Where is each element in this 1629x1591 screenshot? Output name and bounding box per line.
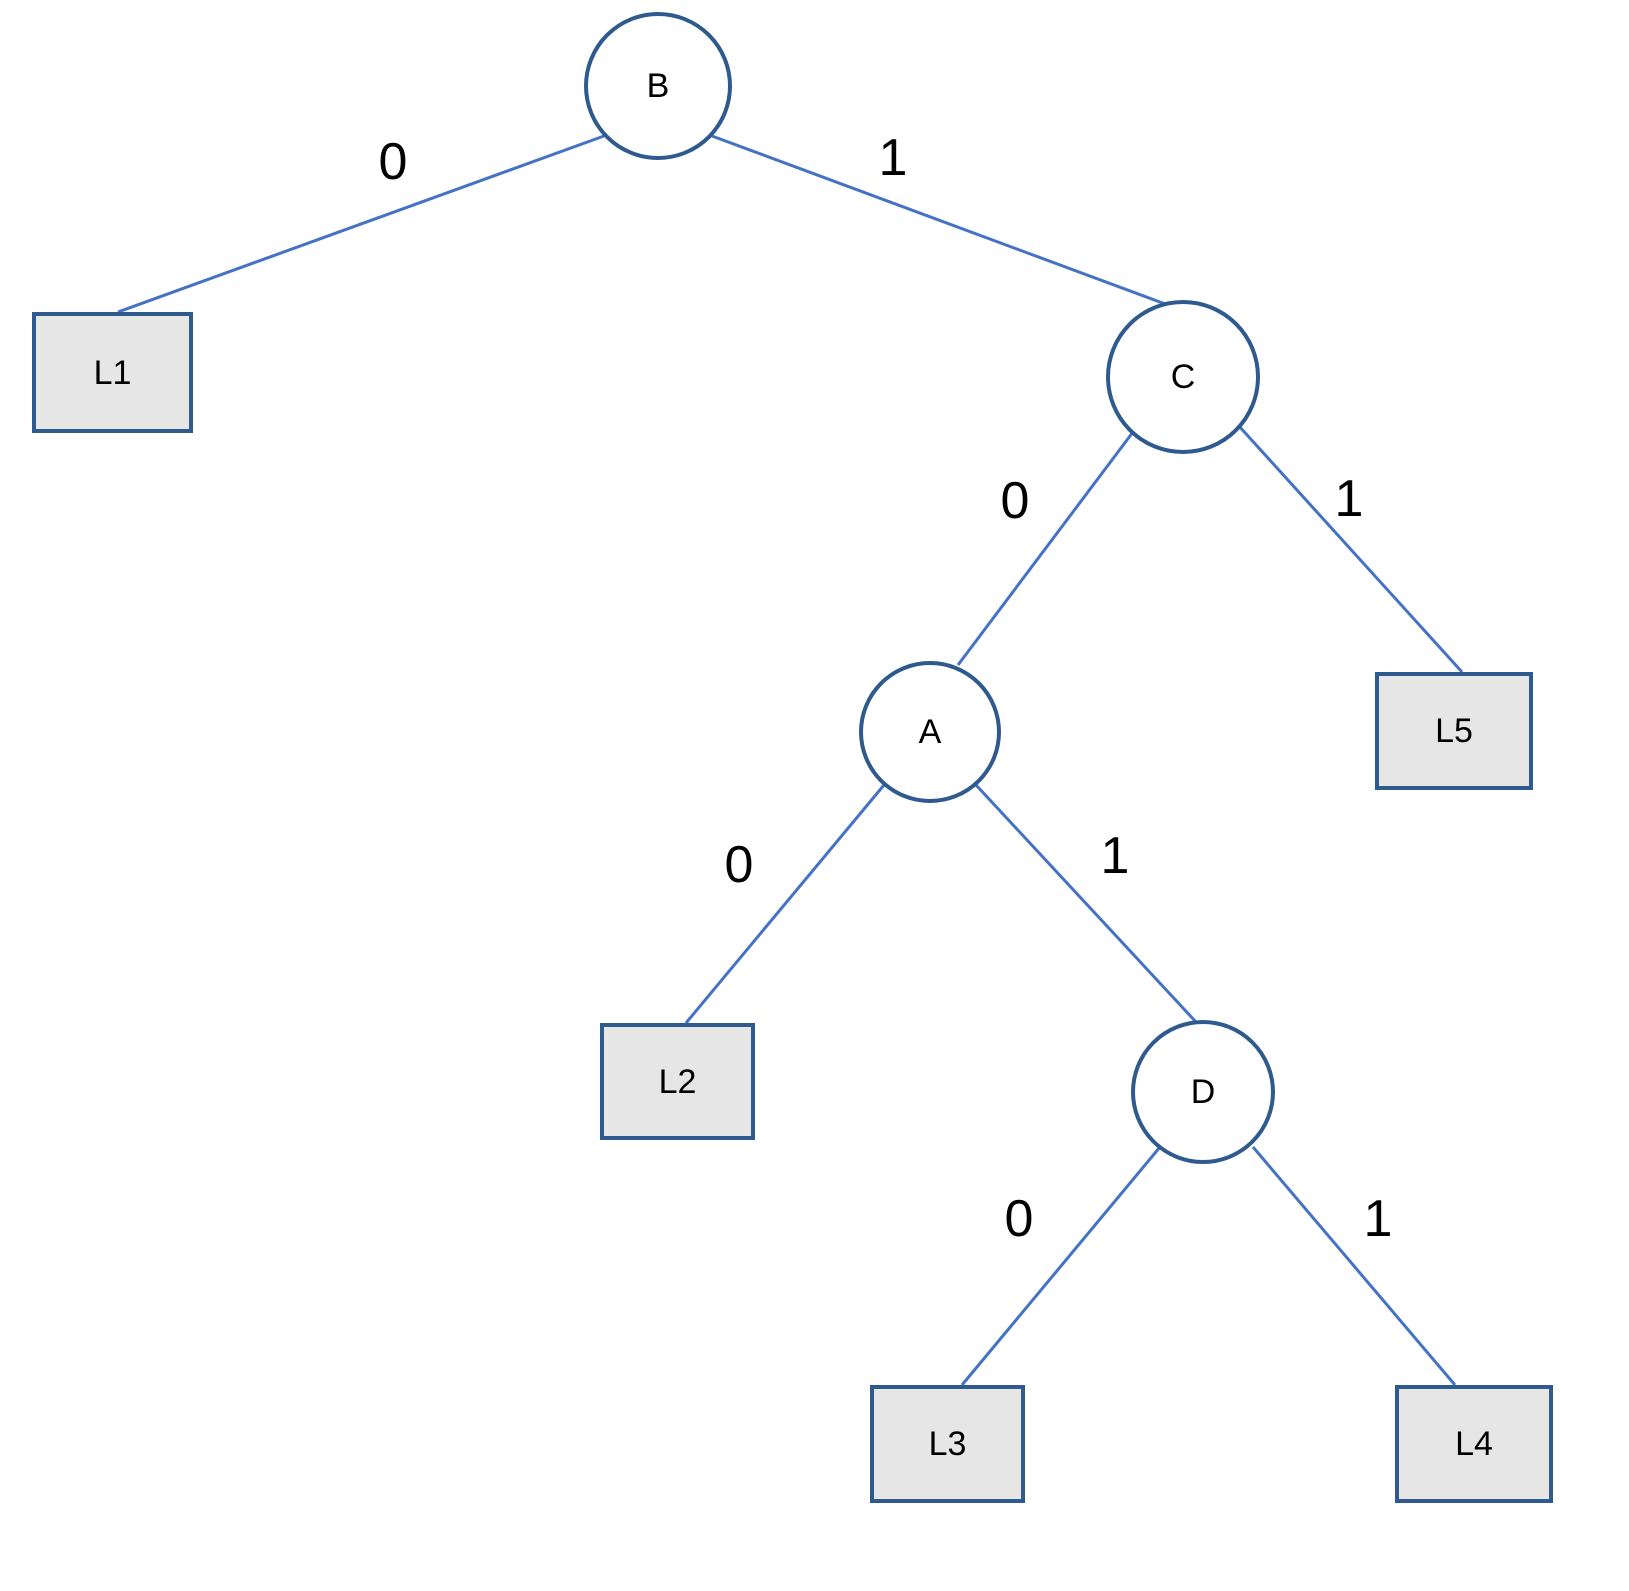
- leaf-node-l3[interactable]: L3: [870, 1385, 1025, 1503]
- decision-node-label: C: [1170, 358, 1196, 396]
- leaf-node-label: L5: [1435, 712, 1473, 750]
- edge-a-d: [974, 783, 1198, 1024]
- edge-label-d-l3: 0: [1004, 1190, 1034, 1248]
- leaf-node-label: L3: [928, 1425, 967, 1463]
- edge-c-l5: [1236, 423, 1464, 674]
- edge-b-c: [711, 134, 1169, 307]
- leaf-node-label: L4: [1455, 1425, 1493, 1463]
- edge-label-b-l1: 0: [378, 133, 408, 191]
- edge-c-a: [956, 431, 1135, 666]
- edge-d-l3: [960, 1146, 1162, 1386]
- decision-node-label: D: [1190, 1073, 1216, 1111]
- edge-label-a-d: 1: [1100, 827, 1130, 885]
- edge-d-l4: [1251, 1146, 1457, 1386]
- leaf-node-label: L1: [93, 353, 132, 392]
- edge-label-c-l5: 1: [1334, 470, 1364, 528]
- leaf-node-l4[interactable]: L4: [1395, 1385, 1553, 1503]
- decision-node-label: B: [646, 67, 670, 105]
- edge-a-l2: [684, 784, 886, 1024]
- edge-label-c-a: 0: [1000, 472, 1030, 530]
- decision-node-b[interactable]: B: [584, 12, 732, 160]
- decision-node-label: A: [918, 713, 942, 751]
- decision-node-d[interactable]: D: [1131, 1020, 1275, 1164]
- edge-b-l1: [117, 134, 605, 314]
- leaf-node-l1[interactable]: L1: [32, 312, 193, 433]
- leaf-node-l2[interactable]: L2: [600, 1023, 755, 1140]
- edge-label-d-l4: 1: [1363, 1190, 1393, 1248]
- edge-label-a-l2: 0: [724, 836, 754, 894]
- leaf-node-l5[interactable]: L5: [1375, 672, 1533, 790]
- decision-node-c[interactable]: C: [1106, 300, 1260, 454]
- edge-label-b-c: 1: [878, 129, 908, 187]
- decision-node-a[interactable]: A: [859, 661, 1001, 803]
- leaf-node-label: L2: [658, 1062, 697, 1101]
